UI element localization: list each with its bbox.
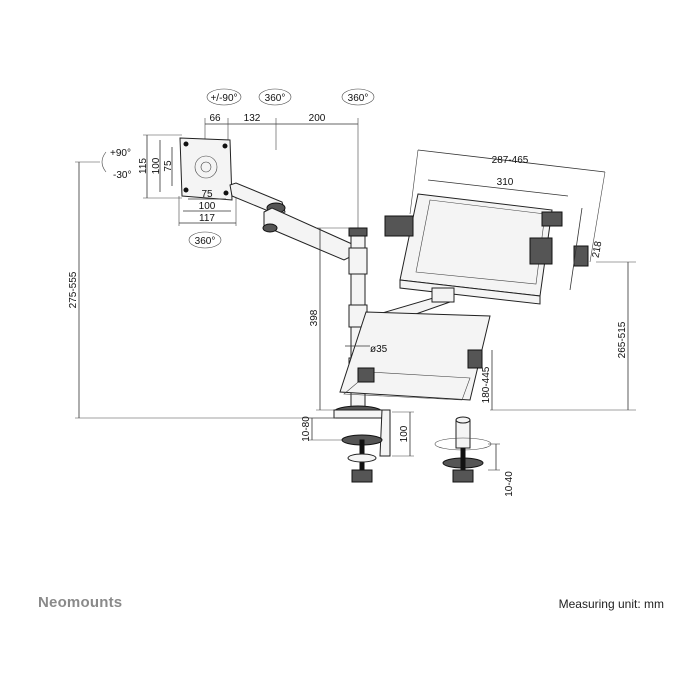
- vesa-h100-label: 100: [151, 157, 162, 174]
- rotation-badge-plate-label: 360°: [195, 236, 216, 247]
- rotation-badge-swivel-2: 360°: [341, 88, 375, 106]
- tray-height-range-dimension: 265-515: [490, 261, 636, 411]
- clamp-depth-label: 100: [399, 425, 410, 442]
- tray-width-dimension: 310: [427, 177, 569, 197]
- arm-seg1-label: 132: [244, 113, 261, 124]
- grommet-thickness-dimension: 10-40: [488, 443, 515, 497]
- brand-logo: Neomounts: [38, 594, 123, 611]
- pole-diameter-dimension: ø35: [345, 344, 388, 355]
- rotation-badge-swivel-2-label: 360°: [348, 93, 369, 104]
- desk-thickness-dimension: 10-80: [301, 416, 342, 442]
- rotation-badge-swivel-1: 360°: [258, 88, 292, 106]
- rotation-badge-tilt-label: +/-90°: [210, 93, 237, 104]
- pole-height-label: 398: [309, 309, 320, 326]
- grommet-thickness-label: 10-40: [504, 471, 515, 497]
- vesa-horizontal-dimensions: 75 100 117: [178, 189, 237, 226]
- tray-width-range-label: 287-465: [492, 155, 529, 166]
- total-height-label: 275-555: [68, 271, 79, 308]
- pole-diameter-label: ø35: [370, 344, 388, 355]
- plate-offset-label: 66: [209, 113, 221, 124]
- tray-depth-dimension: 218: [569, 207, 605, 291]
- clamp-depth-dimension: 100: [392, 411, 414, 457]
- tray-width-range-dimension: 287-465: [409, 149, 606, 263]
- tray-lower-range-dimension: 180-445: [481, 350, 493, 410]
- vesa-w117-label: 117: [199, 213, 215, 224]
- vesa-w75-label: 75: [201, 189, 213, 200]
- laptop-tray: [371, 193, 589, 329]
- vesa-vertical-dimensions: 115 100 75: [138, 134, 182, 199]
- vesa-w100-label: 100: [199, 201, 216, 212]
- total-height-dimension: 275-555: [68, 161, 350, 419]
- vesa-h115-label: 115: [138, 158, 149, 174]
- tray-width-label: 310: [497, 177, 514, 188]
- measuring-unit-note: Measuring unit: mm: [558, 597, 664, 611]
- vesa-plate: [179, 137, 233, 201]
- grommet-mount: [434, 416, 492, 483]
- tilt-indicator: +90° -30°: [101, 148, 131, 181]
- monitor-arm: [229, 182, 353, 261]
- rotation-badge-plate: 360°: [188, 231, 222, 249]
- desk-thickness-label: 10-80: [301, 416, 312, 442]
- rotation-badge-swivel-1-label: 360°: [265, 93, 286, 104]
- vesa-h75-label: 75: [163, 160, 174, 172]
- rotation-badge-tilt: +/-90°: [206, 88, 242, 106]
- lower-tray: [339, 311, 491, 401]
- tray-height-range-label: 265-515: [617, 321, 628, 358]
- tilt-up-label: +90°: [110, 148, 131, 159]
- pole-height-dimension: 398: [309, 227, 350, 411]
- desk-clamp: [333, 405, 391, 483]
- tilt-down-label: -30°: [113, 170, 131, 181]
- arm-seg2-label: 200: [309, 113, 326, 124]
- tray-depth-label: 218: [591, 240, 605, 259]
- tray-lower-range-label: 180-445: [481, 366, 492, 403]
